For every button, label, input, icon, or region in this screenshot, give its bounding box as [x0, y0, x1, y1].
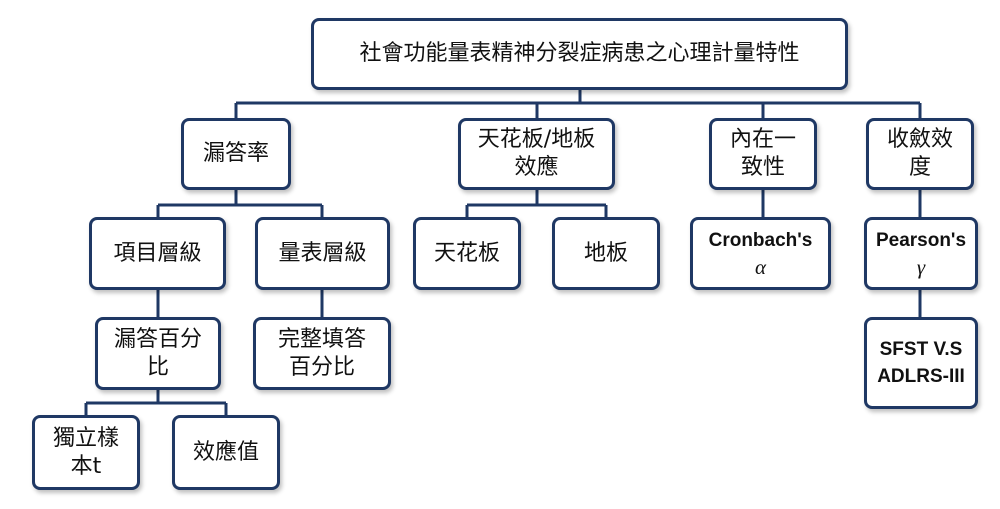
complete-percent-node: 完整填答 百分比: [253, 317, 391, 390]
ceiling-node: 天花板: [413, 217, 521, 290]
scale-level-node: 量表層級: [255, 217, 390, 290]
ceiling-floor-label: 天花板/地板 效應: [477, 127, 596, 180]
cronbach-label: Cronbach's: [708, 229, 813, 251]
item-level-node: 項目層級: [89, 217, 226, 290]
alpha-symbol: α: [754, 254, 767, 279]
missing-rate-node: 漏答率: [181, 118, 291, 190]
internal-consistency-label: 內在一 致性: [729, 127, 796, 180]
missing-percent-node: 漏答百分 比: [95, 317, 221, 390]
pearson-label: Pearson's: [875, 229, 967, 251]
sfst-adlrs-node: SFST V.S ADLRS-III: [864, 317, 978, 409]
item-level-label: 項目層級: [113, 240, 202, 266]
complete-percent-label: 完整填答 百分比: [277, 326, 366, 380]
cronbach-node: Cronbach's α: [690, 217, 831, 290]
missing-percent-label: 漏答百分 比: [113, 326, 202, 380]
sfst-adlrs-label: SFST V.S ADLRS-III: [877, 339, 965, 387]
missing-rate-label: 漏答率: [202, 141, 269, 166]
ceiling-floor-node: 天花板/地板 效應: [458, 118, 615, 190]
ceiling-label: 天花板: [433, 240, 500, 266]
connector-missing-percent: [84, 390, 228, 416]
effect-size-node: 效應值: [172, 415, 280, 490]
floor-label: 地板: [583, 240, 628, 266]
effect-size-label: 效應值: [192, 439, 259, 465]
independent-t-node: 獨立樣 本t: [32, 415, 140, 490]
independent-t-label: 獨立樣 本t: [52, 425, 119, 479]
pearson-node: Pearson's γ: [864, 217, 978, 290]
root-label: 社會功能量表精神分裂症病患之心理計量特性: [359, 41, 800, 66]
scale-level-label: 量表層級: [278, 240, 367, 266]
connector-ceiling-floor: [465, 190, 608, 218]
convergent-validity-label: 收斂效 度: [886, 127, 953, 180]
root-node: 社會功能量表精神分裂症病患之心理計量特性: [311, 18, 848, 90]
floor-node: 地板: [552, 217, 660, 290]
internal-consistency-node: 內在一 致性: [709, 118, 817, 190]
gamma-symbol: γ: [916, 254, 926, 279]
connector-root: [234, 90, 922, 120]
convergent-validity-node: 收斂效 度: [866, 118, 974, 190]
connector-missing-rate: [156, 190, 324, 218]
